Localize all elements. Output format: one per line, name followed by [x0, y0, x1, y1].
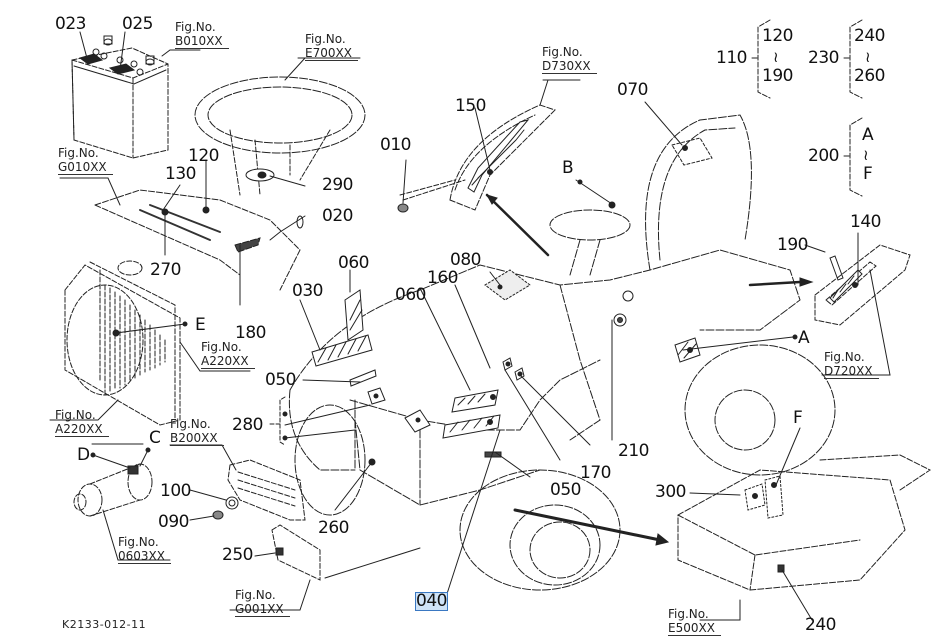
fig-ref-radiator-a[interactable]: Fig.No. A220XX [201, 340, 255, 369]
callout-100[interactable]: 100 [160, 481, 191, 501]
fig-label: Fig.No. [118, 535, 159, 549]
callout-030[interactable]: 030 [292, 281, 323, 301]
fig-label: Fig.No. [58, 146, 99, 160]
fig-number[interactable]: E700XX [305, 46, 358, 61]
fig-number[interactable]: A220XX [55, 422, 109, 437]
callout-060-upper[interactable]: 060 [338, 253, 369, 273]
front-grille-illustration [227, 459, 306, 521]
fig-ref-air-cleaner[interactable]: Fig.No. 0603XX [118, 535, 171, 564]
group-parent[interactable]: 110 [716, 48, 747, 68]
callout-260[interactable]: 260 [318, 518, 349, 538]
fig-ref-battery[interactable]: Fig.No. B010XX [175, 20, 229, 49]
callout-023[interactable]: 023 [55, 14, 86, 34]
fender-illustration [449, 104, 556, 211]
callout-letter-a[interactable]: A [798, 328, 810, 348]
range-symbol: ≀ [773, 48, 779, 66]
fig-number[interactable]: A220XX [201, 354, 255, 369]
callout-210[interactable]: 210 [618, 441, 649, 461]
callout-160[interactable]: 160 [427, 268, 458, 288]
callout-070[interactable]: 070 [617, 80, 648, 100]
fig-ref-dash[interactable]: Fig.No. G010XX [58, 146, 113, 175]
fig-label: Fig.No. [542, 45, 583, 59]
fig-ref-grille[interactable]: Fig.No. B200XX [170, 417, 224, 446]
fig-number[interactable]: B010XX [175, 34, 229, 49]
callout-letter-e[interactable]: E [195, 315, 206, 335]
range-symbol: ≀ [865, 48, 871, 66]
callout-060-lower[interactable]: 060 [395, 285, 426, 305]
group-to[interactable]: 190 [762, 66, 793, 86]
drawing-code: K2133-012-11 [62, 618, 147, 631]
callout-180[interactable]: 180 [235, 323, 266, 343]
fig-number[interactable]: G010XX [58, 160, 113, 175]
callout-025[interactable]: 025 [122, 14, 153, 34]
fig-label: Fig.No. [175, 20, 216, 34]
callout-240[interactable]: 240 [805, 615, 836, 635]
group-parent[interactable]: 230 [808, 48, 839, 68]
steering-wheel-illustration [194, 76, 366, 196]
fig-number[interactable]: D720XX [824, 364, 879, 379]
fig-ref-lever[interactable]: Fig.No. D720XX [824, 350, 879, 379]
fig-label: Fig.No. [201, 340, 242, 354]
radiator-illustration [64, 260, 181, 426]
mower-deck-illustration [677, 454, 931, 591]
fig-number[interactable]: G001XX [235, 602, 290, 617]
fig-label: Fig.No. [170, 417, 211, 431]
fig-label: Fig.No. [305, 32, 346, 46]
callout-090[interactable]: 090 [158, 512, 189, 532]
group-to[interactable]: 260 [854, 66, 885, 86]
fig-ref-guard[interactable]: Fig.No. G001XX [235, 588, 290, 617]
callout-280[interactable]: 280 [232, 415, 263, 435]
callout-010[interactable]: 010 [380, 135, 411, 155]
callout-letter-f[interactable]: F [793, 408, 803, 428]
callout-300[interactable]: 300 [655, 482, 686, 502]
fig-label: Fig.No. [235, 588, 276, 602]
callout-050-left[interactable]: 050 [265, 370, 296, 390]
fig-label: Fig.No. [55, 408, 96, 422]
fig-number[interactable]: E500XX [668, 621, 721, 636]
group-from[interactable]: 120 [762, 26, 793, 46]
range-symbol: ≀ [863, 146, 869, 164]
group-brackets [751, 19, 863, 197]
fig-number[interactable]: 0603XX [118, 549, 171, 564]
air-cleaner-illustration [73, 463, 153, 517]
callout-letter-b[interactable]: B [562, 158, 574, 178]
callout-020[interactable]: 020 [322, 206, 353, 226]
fig-number[interactable]: B200XX [170, 431, 224, 446]
fig-ref-radiator-b[interactable]: Fig.No. A220XX [55, 408, 109, 437]
callout-150[interactable]: 150 [455, 96, 486, 116]
fig-number[interactable]: D730XX [542, 59, 597, 74]
callout-290[interactable]: 290 [322, 175, 353, 195]
dashboard-illustration [94, 189, 301, 291]
fig-ref-deck[interactable]: Fig.No. E500XX [668, 607, 721, 636]
callout-270[interactable]: 270 [150, 260, 181, 280]
fig-ref-steering[interactable]: Fig.No. E700XX [305, 32, 358, 61]
fig-label: Fig.No. [824, 350, 865, 364]
group-to[interactable]: F [863, 164, 873, 184]
group-from[interactable]: 240 [854, 26, 885, 46]
callout-170[interactable]: 170 [580, 463, 611, 483]
callout-190[interactable]: 190 [777, 235, 808, 255]
shift-lever-panel-illustration [814, 244, 911, 326]
battery-illustration [71, 35, 169, 159]
callout-140[interactable]: 140 [850, 212, 881, 232]
callout-130[interactable]: 130 [165, 164, 196, 184]
fig-ref-fender[interactable]: Fig.No. D730XX [542, 45, 597, 74]
callout-040-selected[interactable]: 040 [415, 591, 448, 611]
callout-letter-d[interactable]: D [77, 445, 90, 465]
tractor-body-illustration [288, 114, 836, 591]
callout-letter-c[interactable]: C [149, 428, 161, 448]
callout-080[interactable]: 080 [450, 250, 481, 270]
fig-label: Fig.No. [668, 607, 709, 621]
callout-050-right[interactable]: 050 [550, 480, 581, 500]
group-from[interactable]: A [862, 125, 874, 145]
group-parent[interactable]: 200 [808, 146, 839, 166]
callout-250[interactable]: 250 [222, 545, 253, 565]
callout-120[interactable]: 120 [188, 146, 219, 166]
